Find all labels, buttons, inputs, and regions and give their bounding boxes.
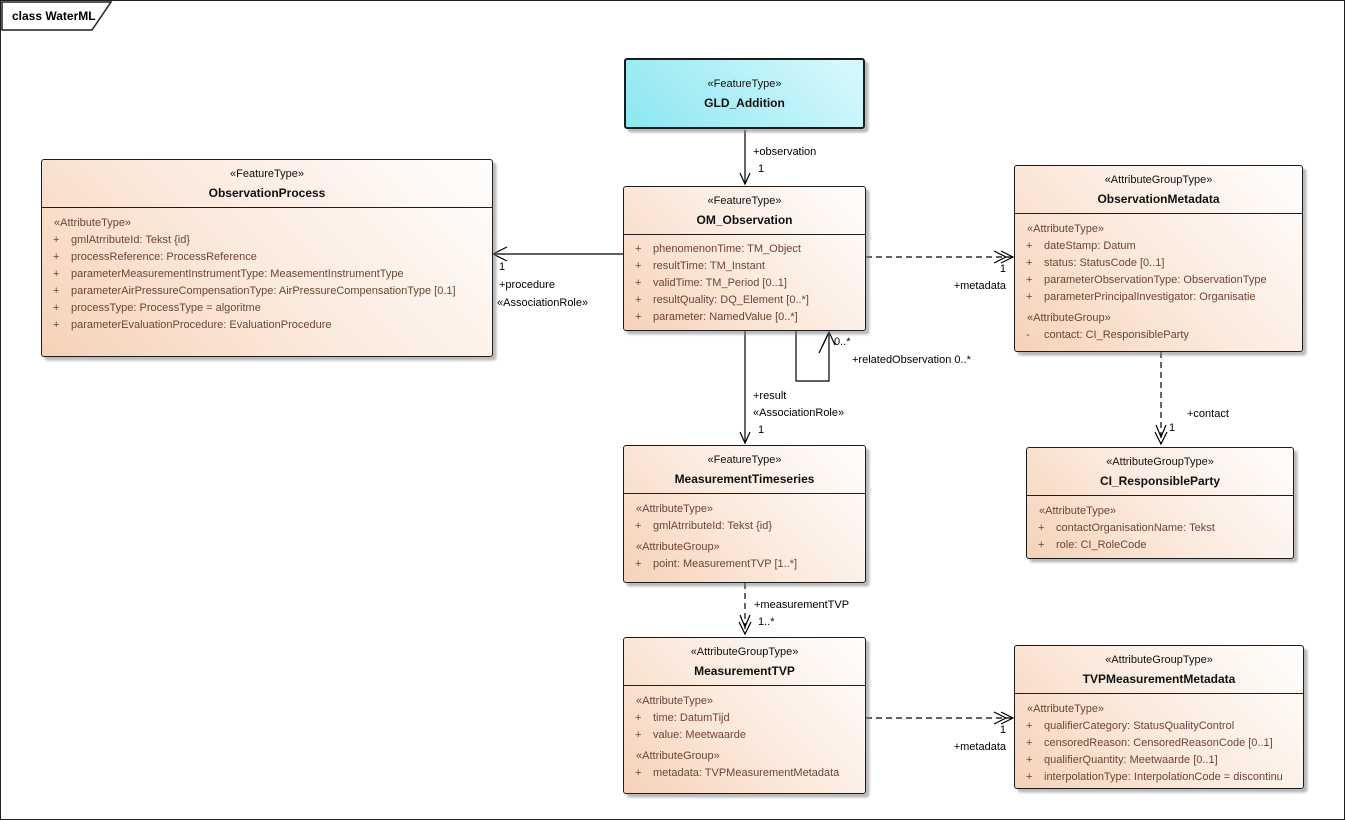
class-name: ObservationProcess [208,186,326,200]
stereotype-label: «FeatureType» [707,454,782,466]
attribute-row[interactable]: +value: Meetwaarde [635,729,746,741]
attribute-row[interactable]: +point: MeasurementTVP [1..*] [635,558,798,570]
attribute-row[interactable]: +time: DatumTijd [635,712,730,724]
attribute-row[interactable]: +gmlAtrributeId: Tekst {id} [635,520,773,532]
stereotype-label: «AttributeGroupType» [1106,456,1214,468]
group-label: «AttributeGroup» [636,750,720,762]
label-contact-role: +contact [1187,408,1229,420]
class-name: MeasurementTVP [694,664,795,678]
stereotype-label: «FeatureType» [230,168,304,180]
attribute-row[interactable]: +parameterEvaluationProcedure: Evaluatio… [53,319,332,331]
class-name: CI_ResponsibleParty [1099,474,1221,488]
attribute-row[interactable]: +metadata: TVPMeasurementMetadata [635,767,840,779]
attribute-row[interactable]: +validTime: TM_Period [0..1] [635,277,787,289]
group-label: «AttributeType» [1039,505,1117,517]
class-measurement-tvp[interactable]: «AttributeGroupType» MeasurementTVP «Att… [623,637,866,794]
group-label: «AttributeType» [1027,223,1105,235]
attribute-row[interactable]: +resultTime: TM_Instant [635,260,765,272]
class-name: TVPMeasurementMetadata [1082,672,1236,686]
connector-result[interactable] [739,331,751,445]
attribute-row[interactable]: +parameterAirPressureCompensationType: A… [53,285,456,297]
connector-observation[interactable] [739,130,751,186]
connector-metadata-tvp[interactable] [866,711,1015,725]
attribute-row[interactable]: +processReference: ProcessReference [53,251,257,263]
label-observation-role: +observation [753,146,817,158]
label-measurement-tvp-mult: 1..* [758,616,775,628]
attribute-row[interactable]: +parameter: NamedValue [0..*] [635,311,798,323]
stereotype-label: «AttributeGroupType» [690,646,799,658]
connector-contact[interactable] [1154,352,1168,446]
attribute-row[interactable]: +dateStamp: Datum [1026,240,1136,252]
class-name: ObservationMetadata [1097,192,1220,206]
attribute-row[interactable]: +qualifierQuantity: Meetwaarde [0..1] [1026,754,1218,766]
attribute-row[interactable]: +gmlAtrributeId: Tekst {id} [53,234,191,246]
connector-related-observation[interactable] [795,330,836,382]
attribute-row[interactable]: +interpolationType: InterpolationCode = … [1026,771,1283,783]
class-observation-process[interactable]: «FeatureType» ObservationProcess «Attrib… [41,159,493,357]
label-metadata-tvp-mult: 1 [999,724,1006,736]
attribute-row[interactable]: +qualifierCategory: StatusQualityControl [1026,720,1235,732]
diagram-tab: class WaterML [12,9,96,23]
label-metadata-tvp-role: +metadata [953,741,1006,753]
label-procedure-mult: 1 [499,261,506,273]
connector-procedure[interactable] [491,246,623,262]
class-gld-addition[interactable]: «FeatureType» GLD_Addition [624,58,865,129]
attribute-row[interactable]: +contactOrganisationName: Tekst [1038,522,1215,534]
label-procedure-role: +procedure [499,279,555,291]
attribute-row[interactable]: -contact: CI_ResponsibleParty [1026,329,1189,341]
stereotype-label: «AttributeGroupType» [1104,174,1213,186]
group-label: «AttributeType» [636,503,714,515]
attribute-row[interactable]: +resultQuality: DQ_Element [0..*] [635,294,809,306]
group-label: «AttributeGroup» [636,541,720,553]
class-name: GLD_Addition [704,95,785,110]
label-result-role: +result [753,390,787,402]
label-measurement-tvp-role: +measurementTVP [754,599,850,611]
label-metadata-obs-role: +metadata [953,280,1006,292]
label-metadata-obs-mult: 1 [999,263,1006,275]
class-name: OM_Observation [696,213,793,227]
label-related-mult: 0..* [834,336,851,348]
label-result-mult: 1 [758,424,765,436]
group-label: «AttributeType» [54,217,132,229]
attribute-row[interactable]: +phenomenonTime: TM_Object [635,243,801,255]
label-observation-mult: 1 [758,163,765,175]
attribute-row[interactable]: +censoredReason: CensoredReasonCode [0..… [1026,737,1273,749]
group-label: «AttributeGroup» [1027,312,1111,324]
attribute-row[interactable]: +role: CI_RoleCode [1038,539,1147,551]
group-label: «AttributeType» [1027,703,1105,715]
label-contact-mult: 1 [1169,422,1176,434]
label-procedure-stereotype: «AssociationRole» [497,297,589,309]
class-om-observation[interactable]: «FeatureType» OM_Observation +phenomenon… [623,186,866,331]
diagram-tab-shape [1,1,113,31]
label-related-role: +relatedObservation 0..* [852,354,971,366]
class-measurement-timeseries[interactable]: «FeatureType» MeasurementTimeseries «Att… [623,445,866,583]
stereotype-label: «AttributeGroupType» [1105,654,1213,666]
connector-measurement-tvp[interactable] [738,583,752,636]
group-label: «AttributeType» [636,695,714,707]
attribute-row[interactable]: +status: StatusCode [0..1] [1026,257,1165,269]
label-result-stereotype: «AssociationRole» [753,407,845,419]
stereotype-label: «FeatureType» [707,195,782,207]
attribute-row[interactable]: +parameterMeasurementInstrumentType: Mea… [53,268,404,280]
attribute-row[interactable]: +parameterObservationType: ObservationTy… [1026,274,1267,286]
class-tvp-measurement-metadata[interactable]: «AttributeGroupType» TVPMeasurementMetad… [1014,645,1304,789]
attribute-row[interactable]: +parameterPrincipalInvestigator: Organis… [1026,291,1256,303]
class-observation-metadata[interactable]: «AttributeGroupType» ObservationMetadata… [1014,165,1303,352]
class-ci-responsible-party[interactable]: «AttributeGroupType» CI_ResponsibleParty… [1026,447,1294,559]
class-name: MeasurementTimeseries [674,472,815,486]
stereotype-label: «FeatureType» [707,77,782,90]
attribute-row[interactable]: +processType: ProcessType = algoritme [53,302,261,314]
connector-metadata-observation[interactable] [866,250,1015,264]
